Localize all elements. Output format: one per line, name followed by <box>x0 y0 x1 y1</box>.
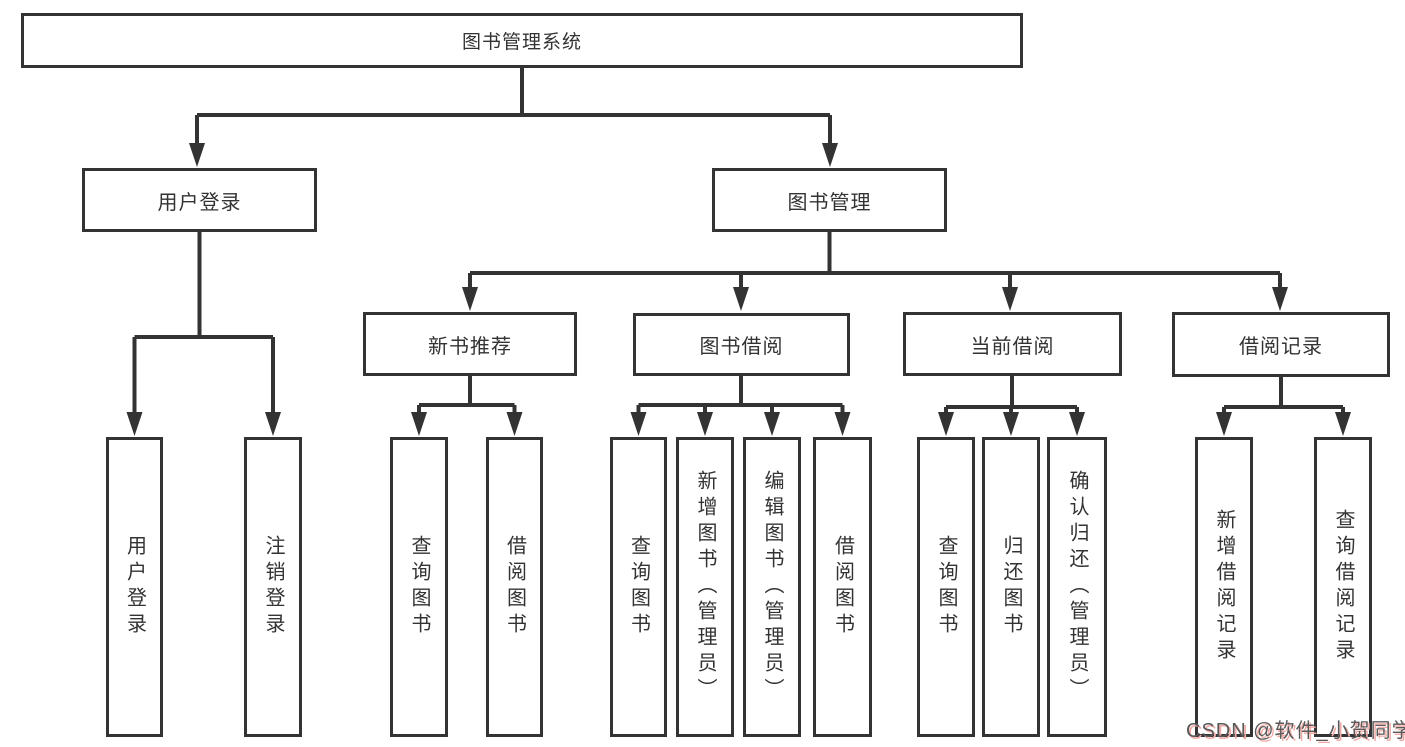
node-book-borrow: 图书借阅 <box>633 313 850 376</box>
connector-book-management <box>468 232 1282 294</box>
node-new-book-recommend: 新书推荐 <box>363 312 577 376</box>
node-user-login: 用户登录 <box>82 168 317 232</box>
connector-new-book <box>417 376 517 419</box>
leaf-user-login: 用户登录 <box>106 437 163 737</box>
leaf-borrow-books-recommend: 借阅图书 <box>486 437 543 737</box>
leaf-query-borrow-record: 查询借阅记录 <box>1314 437 1372 737</box>
csdn-watermark: CSDN @软件_小贺同学 <box>1186 720 1405 742</box>
node-book-management: 图书管理 <box>712 168 947 232</box>
node-root-system: 图书管理系统 <box>21 13 1023 68</box>
node-current-borrow: 当前借阅 <box>903 312 1122 376</box>
leaf-query-books-current: 查询图书 <box>917 437 975 737</box>
leaf-add-borrow-record: 新增借阅记录 <box>1195 437 1253 737</box>
leaf-borrow-books: 借阅图书 <box>813 437 872 737</box>
node-borrow-records: 借阅记录 <box>1172 312 1390 377</box>
connector-borrow-records <box>1222 377 1345 419</box>
leaf-logout: 注销登录 <box>244 437 302 737</box>
connector-book-borrow <box>636 376 845 419</box>
arrowheads <box>126 143 1351 436</box>
connector-user-login <box>132 232 275 419</box>
leaf-edit-book-admin: 编辑图书（管理员） <box>743 437 801 737</box>
leaf-query-books-recommend: 查询图书 <box>390 437 448 737</box>
leaf-confirm-return-admin: 确认归还（管理员） <box>1047 437 1107 737</box>
leaf-return-book: 归还图书 <box>982 437 1040 737</box>
leaf-add-book-admin: 新增图书（管理员） <box>676 437 734 737</box>
connector-root <box>195 68 832 150</box>
leaf-query-books-borrow: 查询图书 <box>610 437 667 737</box>
